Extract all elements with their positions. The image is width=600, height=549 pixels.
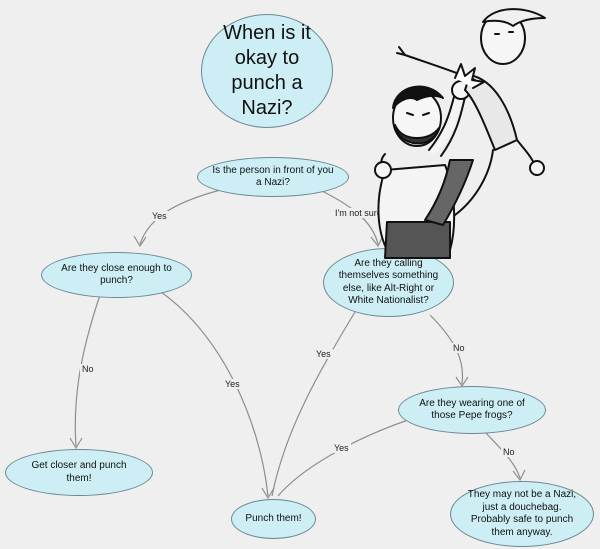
answer-get-closer: Get closer and punch them! bbox=[5, 449, 153, 496]
node-label: Punch them! bbox=[245, 512, 302, 524]
question-close-enough: Are they close enough to punch? bbox=[41, 252, 192, 298]
arrowhead-close-to-closer bbox=[69, 437, 83, 450]
arrowhead-q1-to-close bbox=[133, 235, 147, 248]
title-node: When is it okay to punch a Nazi? bbox=[201, 14, 333, 128]
arrowhead-q1-to-calling bbox=[370, 235, 384, 248]
edge-label-not-sure: I'm not sure bbox=[333, 208, 384, 218]
edge-label-yes: Yes bbox=[314, 349, 333, 359]
arrowhead-close-to-punch bbox=[261, 487, 275, 500]
page-title: When is it okay to punch a Nazi? bbox=[223, 22, 311, 119]
question-is-nazi: Is the person in front of you a Nazi? bbox=[197, 157, 349, 197]
answer-punch-them: Punch them! bbox=[231, 499, 316, 539]
edge-label-yes: Yes bbox=[223, 379, 242, 389]
arrow-close-to-punch bbox=[154, 287, 269, 497]
edge-label-yes: Yes bbox=[150, 211, 169, 221]
node-label: Are they close enough to punch? bbox=[61, 262, 172, 287]
node-label: Get closer and punch them! bbox=[31, 460, 127, 484]
arrowhead-pepe-to-maybe bbox=[512, 469, 526, 482]
arrow-q1-to-close bbox=[139, 187, 229, 245]
node-label: Is the person in front of you a Nazi? bbox=[212, 164, 334, 189]
question-pepe-frogs: Are they wearing one of those Pepe frogs… bbox=[398, 386, 546, 434]
edge-label-no: No bbox=[501, 447, 517, 457]
answer-maybe-not-nazi: They may not be a Nazi, just a douchebag… bbox=[450, 481, 594, 547]
edge-label-yes: Yes bbox=[332, 443, 351, 453]
arrow-calling-to-punch bbox=[271, 311, 356, 497]
node-label: Are they calling themselves something el… bbox=[338, 257, 439, 307]
node-label: They may not be a Nazi, just a douchebag… bbox=[467, 489, 577, 538]
question-calling-themselves: Are they calling themselves something el… bbox=[323, 248, 454, 317]
arrow-pepe-to-punch bbox=[277, 419, 409, 497]
edge-label-no: No bbox=[451, 343, 467, 353]
edge-label-no: No bbox=[80, 364, 96, 374]
node-label: Are they wearing one of those Pepe frogs… bbox=[419, 397, 525, 422]
punching-cartoon-illustration bbox=[374, 8, 546, 259]
